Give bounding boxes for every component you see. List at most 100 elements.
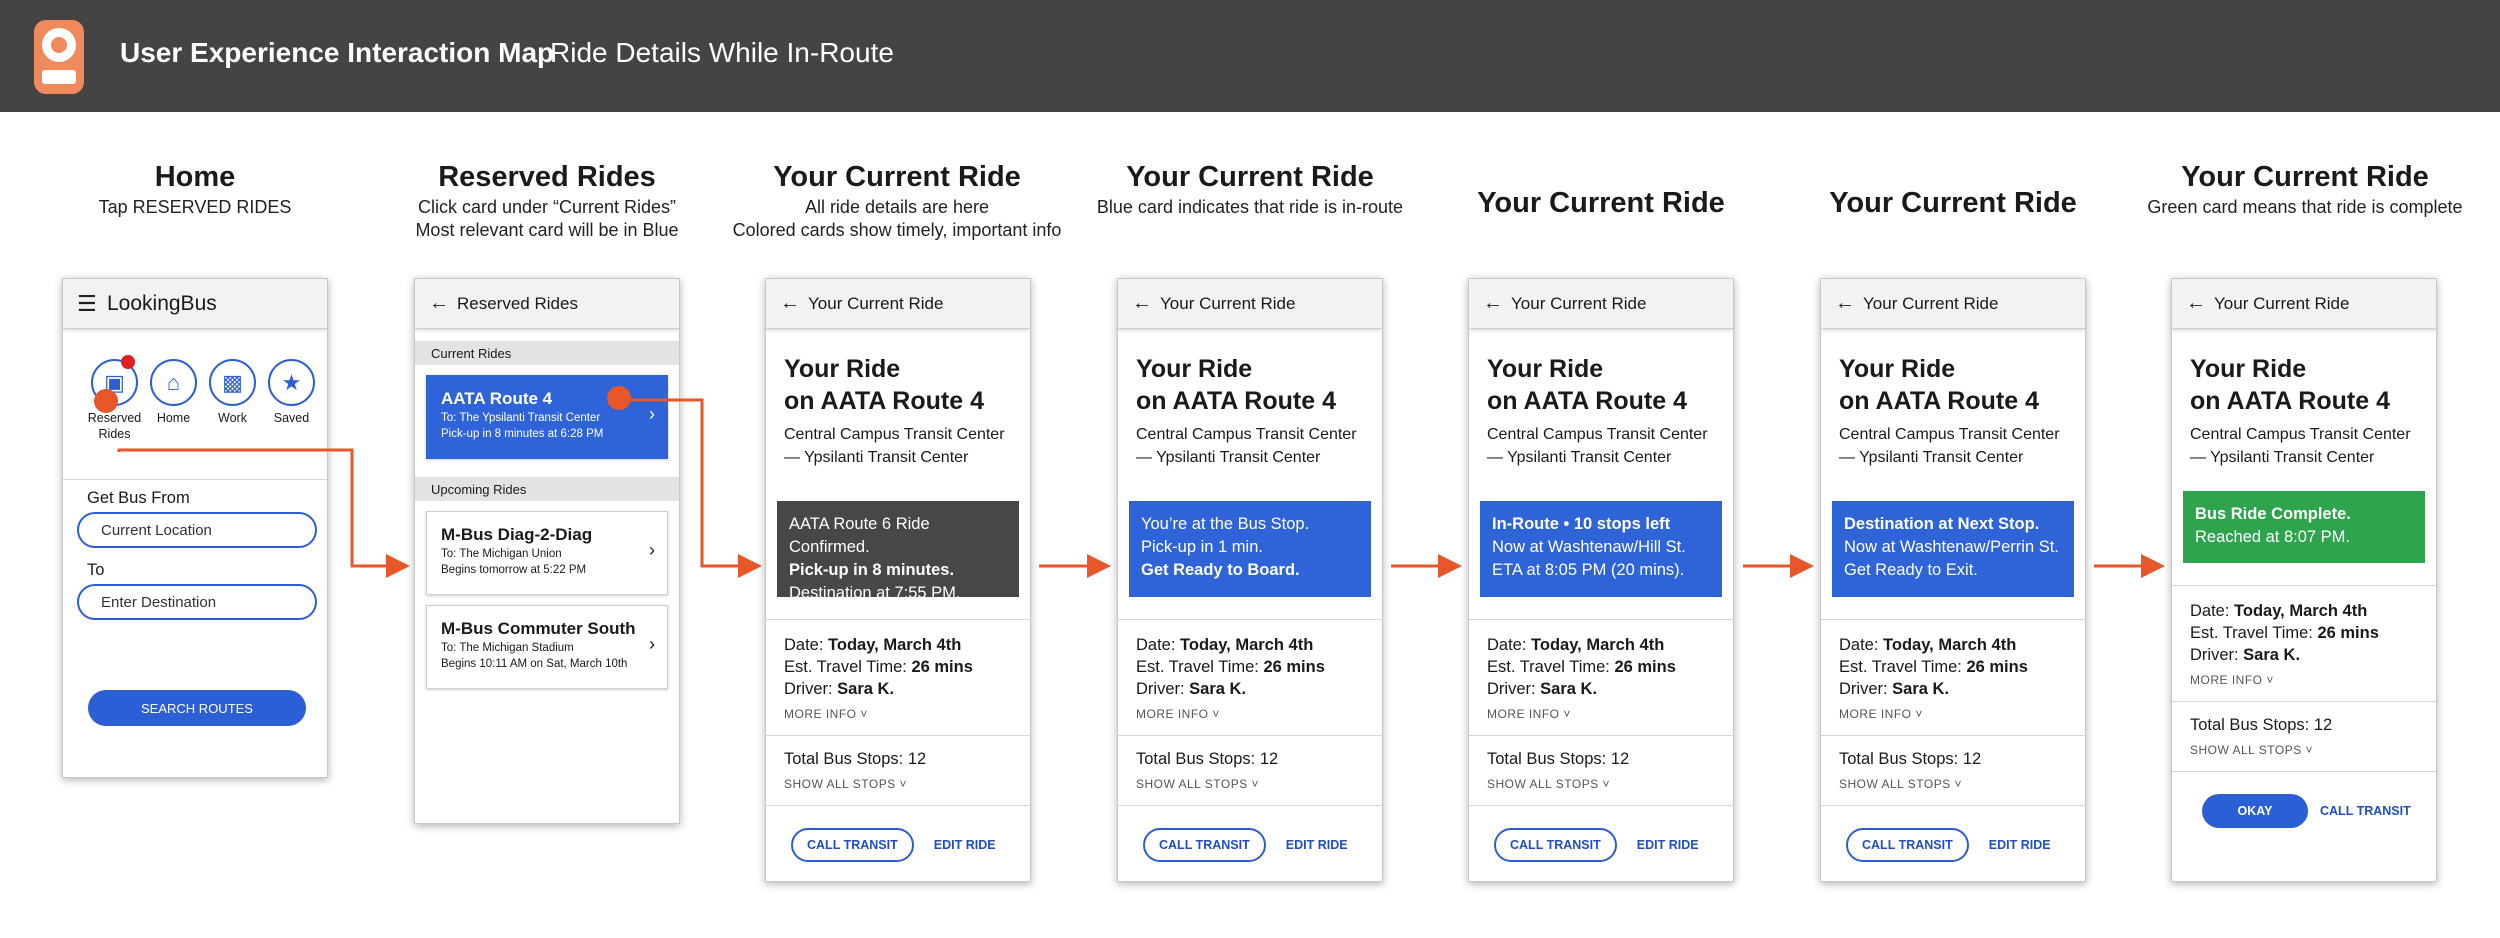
step-title: Your Current Ride <box>1126 161 1374 193</box>
show-all-stops-link[interactable]: SHOW ALL STOPS ˅ <box>1839 777 1963 791</box>
stops-value: 12 <box>907 750 927 768</box>
work-shortcut[interactable]: ▩ Work <box>203 359 262 479</box>
travel-value: 26 mins <box>1966 658 2028 676</box>
back-arrow-icon[interactable]: ← <box>1483 292 1503 314</box>
back-arrow-icon[interactable]: ← <box>429 292 449 314</box>
travel-row: Est. Travel Time: 26 mins <box>2190 622 2418 644</box>
call-transit-button[interactable]: CALL TRANSIT <box>1494 828 1617 862</box>
divider <box>1821 735 2085 736</box>
divider <box>2172 585 2436 586</box>
call-transit-button[interactable]: CALL TRANSIT <box>1846 828 1969 862</box>
edit-ride-button[interactable]: EDIT RIDE <box>1636 838 1699 852</box>
header-title: Your Current Ride <box>1863 293 1999 313</box>
back-arrow-icon[interactable]: ← <box>780 292 800 314</box>
travel-label: Est. Travel Time: <box>1487 658 1615 676</box>
ride-title: Your Ride on AATA Route 4 <box>2172 329 2436 417</box>
status-card: AATA Route 6 Ride Confirmed. Pick-up in … <box>777 501 1019 602</box>
upcoming-ride-card[interactable]: M-Bus Commuter South To: The Michigan St… <box>426 605 668 689</box>
route-description: Central Campus Transit Center— Ypsilanti… <box>1821 417 2085 469</box>
show-all-stops-link[interactable]: SHOW ALL STOPS ˅ <box>1136 777 1260 791</box>
okay-button[interactable]: OKAY <box>2202 794 2308 828</box>
show-all-stops-link[interactable]: SHOW ALL STOPS ˅ <box>784 777 908 791</box>
call-transit-button[interactable]: CALL TRANSIT <box>791 828 914 862</box>
step-heading-home: Home Tap RESERVED RIDES <box>5 160 385 219</box>
reserved-rides-shortcut[interactable]: ▣ Reserved Rides <box>85 355 144 479</box>
search-routes-button[interactable]: SEARCH ROUTES <box>88 690 306 726</box>
back-arrow-icon[interactable]: ← <box>2186 292 2206 314</box>
divider <box>1469 805 1733 806</box>
stops-row: Total Bus Stops: 12 <box>784 748 1012 770</box>
to-field[interactable]: Enter Destination <box>77 584 317 620</box>
back-arrow-icon[interactable]: ← <box>1835 292 1855 314</box>
app-name: LookingBus <box>107 291 217 315</box>
stops-label: Total Bus Stops: <box>1136 750 1260 768</box>
stops-row: Total Bus Stops: 12 <box>2190 714 2418 736</box>
more-info-link[interactable]: MORE INFO ˅ <box>1487 707 1571 721</box>
show-all-stops-link[interactable]: SHOW ALL STOPS ˅ <box>2190 743 2314 757</box>
stops-section: Total Bus Stops: 12 SHOW ALL STOPS ˅ <box>1469 736 1733 805</box>
stops-value: 12 <box>2313 716 2333 734</box>
step-caption: Click card under “Current Rides” <box>417 197 677 217</box>
ride-details: Date: Today, March 4th Est. Travel Time:… <box>1821 620 2085 735</box>
step-caption: All ride details are here <box>804 197 990 217</box>
ride-title-line: Your Ride <box>2190 355 2307 383</box>
divider <box>766 805 1030 806</box>
driver-row: Driver: Sara K. <box>1839 678 2067 700</box>
card-time: Begins 10:11 AM on Sat, March 10th <box>441 658 628 670</box>
current-ride-card[interactable]: AATA Route 4 To: The Ypsilanti Transit C… <box>426 375 668 459</box>
call-transit-button[interactable]: CALL TRANSIT <box>2320 804 2411 818</box>
show-all-stops-link[interactable]: SHOW ALL STOPS ˅ <box>1487 777 1611 791</box>
stops-section: Total Bus Stops: 12 SHOW ALL STOPS ˅ <box>1118 736 1382 805</box>
logo-badge <box>42 70 76 84</box>
divider <box>1821 805 2085 806</box>
edit-ride-button[interactable]: EDIT RIDE <box>1988 838 2051 852</box>
more-info-link[interactable]: MORE INFO ˅ <box>2190 673 2274 687</box>
route-destination: — Ypsilanti Transit Center <box>1136 449 1321 466</box>
tap-indicator <box>607 386 631 410</box>
menu-icon[interactable]: ☰ <box>77 290 97 316</box>
ride-actions: CALL TRANSIT EDIT RIDE <box>1118 806 1382 881</box>
header-title: Your Current Ride <box>808 293 944 313</box>
more-info-link[interactable]: MORE INFO ˅ <box>1136 707 1220 721</box>
to-label: To <box>87 561 105 579</box>
step-title: Your Current Ride <box>773 161 1021 193</box>
back-arrow-icon[interactable]: ← <box>1132 292 1152 314</box>
more-info-link[interactable]: MORE INFO ˅ <box>1839 707 1923 721</box>
app-header: ← Your Current Ride <box>1118 279 1382 329</box>
quick-actions: ▣ Reserved Rides ⌂ Home ▩ Work ★ Saved <box>63 329 327 479</box>
status-line: Destination at Next Stop. <box>1844 515 2040 533</box>
home-screen: ☰ LookingBus ▣ Reserved Rides ⌂ Home ▩ W… <box>62 278 328 778</box>
app-header: ☰ LookingBus <box>63 279 327 329</box>
divider <box>766 619 1030 620</box>
from-field[interactable]: Current Location <box>77 512 317 548</box>
date-value: Today, March 4th <box>828 636 962 654</box>
edit-ride-button[interactable]: EDIT RIDE <box>933 838 996 852</box>
driver-value: Sara K. <box>1892 680 1950 698</box>
app-header: ← Your Current Ride <box>766 279 1030 329</box>
status-line: Reached at 8:07 PM. <box>2195 528 2351 546</box>
travel-label: Est. Travel Time: <box>1839 658 1967 676</box>
home-shortcut[interactable]: ⌂ Home <box>144 359 203 479</box>
status-card: Destination at Next Stop. Now at Washten… <box>1832 501 2074 597</box>
chevron-right-icon: › <box>649 634 655 654</box>
saved-shortcut[interactable]: ★ Saved <box>262 359 321 479</box>
step-caption: Blue card indicates that ride is in-rout… <box>1096 197 1404 217</box>
more-info-link[interactable]: MORE INFO ˅ <box>784 707 868 721</box>
call-transit-button[interactable]: CALL TRANSIT <box>1143 828 1266 862</box>
stops-value: 12 <box>1962 750 1982 768</box>
ride-title-line: on AATA Route 4 <box>2190 387 2390 415</box>
page-subtitle: Ride Details While In-Route <box>550 37 894 68</box>
stops-section: Total Bus Stops: 12 SHOW ALL STOPS ˅ <box>766 736 1030 805</box>
stops-value: 12 <box>1259 750 1279 768</box>
upcoming-ride-card[interactable]: M-Bus Diag-2-Diag To: The Michigan Union… <box>426 511 668 595</box>
driver-row: Driver: Sara K. <box>2190 644 2418 666</box>
edit-ride-button[interactable]: EDIT RIDE <box>1285 838 1348 852</box>
route-origin: Central Campus Transit Center <box>2190 426 2411 443</box>
travel-label: Est. Travel Time: <box>1136 658 1264 676</box>
header-title: Your Current Ride <box>1160 293 1296 313</box>
divider <box>2172 771 2436 772</box>
